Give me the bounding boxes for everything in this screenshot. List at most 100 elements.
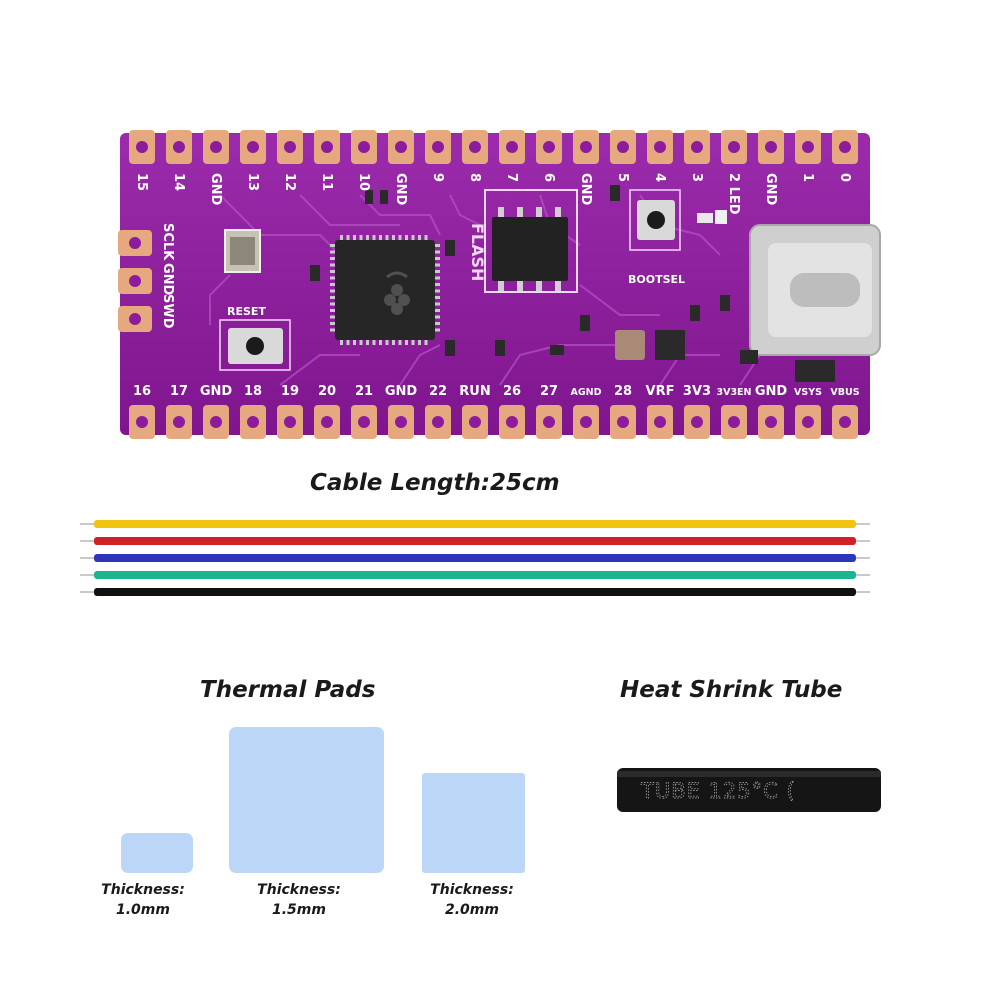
pin-hole bbox=[654, 416, 666, 428]
pin-hole bbox=[839, 416, 851, 428]
bottom-pin-label: RUN bbox=[459, 384, 490, 399]
pin-hole bbox=[321, 141, 333, 153]
wire-insulation bbox=[94, 554, 856, 562]
top-pin-label: 15 bbox=[134, 173, 149, 191]
wire-tip bbox=[80, 540, 94, 542]
side-debug-label: SWD bbox=[160, 294, 175, 329]
bottom-pin-label: 16 bbox=[133, 384, 151, 399]
top-pin-label: 12 bbox=[282, 173, 297, 191]
thickness-value: 1.5mm bbox=[272, 902, 326, 918]
bottom-pin-label: GND bbox=[385, 384, 418, 399]
thickness-value: 2.0mm bbox=[445, 902, 499, 918]
pin-hole bbox=[654, 141, 666, 153]
pin-hole bbox=[543, 141, 555, 153]
pin-hole bbox=[580, 141, 592, 153]
wire-insulation bbox=[94, 520, 856, 528]
crystal-top bbox=[230, 237, 255, 265]
pin-hole bbox=[506, 141, 518, 153]
top-pin-label: 7 bbox=[504, 173, 519, 182]
top-pin-label: 9 bbox=[430, 173, 445, 182]
rp2040-chip bbox=[335, 240, 435, 340]
bottom-pin-label: 17 bbox=[170, 384, 188, 399]
top-pin-label: 13 bbox=[245, 173, 260, 191]
wire-tip bbox=[856, 591, 870, 593]
bottom-pin-label: GND bbox=[200, 384, 233, 399]
reset-label: RESET bbox=[227, 305, 266, 318]
flash-outline bbox=[484, 189, 578, 293]
jumper-wire bbox=[80, 519, 870, 529]
bottom-pin-label: 27 bbox=[540, 384, 558, 399]
wire-tip bbox=[80, 557, 94, 559]
bottom-pin-pads bbox=[129, 405, 858, 439]
pin-hole bbox=[432, 416, 444, 428]
bottom-pin-label: 22 bbox=[429, 384, 447, 399]
thickness-label: Thickness: bbox=[101, 882, 185, 898]
pin-hole bbox=[617, 416, 629, 428]
thickness-label: Thickness: bbox=[257, 882, 341, 898]
side-debug-label: SCLK bbox=[160, 223, 175, 261]
top-pin-label: 8 bbox=[467, 173, 482, 182]
debug-pad-hole bbox=[129, 275, 141, 287]
bottom-pin-label: 28 bbox=[614, 384, 632, 399]
debug-pad-hole bbox=[129, 313, 141, 325]
bootsel-label: BOOTSEL bbox=[628, 273, 685, 286]
bootsel-outline bbox=[629, 189, 681, 251]
pin-hole bbox=[802, 416, 814, 428]
top-pin-label: GND bbox=[578, 173, 593, 206]
pin-hole bbox=[839, 141, 851, 153]
heat-shrink-tube: TUBE 125°C ( bbox=[617, 768, 881, 812]
pin-hole bbox=[210, 416, 222, 428]
flash-chip bbox=[492, 217, 568, 281]
pin-hole bbox=[210, 141, 222, 153]
top-pin-label: 10 bbox=[356, 173, 371, 191]
thermal-pad-1-5mm bbox=[229, 727, 384, 873]
thermal-pad-1mm bbox=[121, 833, 193, 873]
wire-tip bbox=[856, 540, 870, 542]
top-pin-pads bbox=[129, 130, 858, 164]
pin-hole bbox=[728, 416, 740, 428]
top-pin-label: GND bbox=[393, 173, 408, 206]
debug-pad-hole bbox=[129, 237, 141, 249]
side-debug-pads bbox=[118, 230, 152, 332]
top-pin-label: 11 bbox=[319, 173, 334, 191]
top-pin-label: 1 bbox=[800, 173, 815, 182]
pin-hole bbox=[765, 416, 777, 428]
pin-hole bbox=[469, 141, 481, 153]
wire-insulation bbox=[94, 588, 856, 596]
pin-hole bbox=[173, 416, 185, 428]
top-pin-label: 5 bbox=[615, 173, 630, 182]
top-pin-label: GND bbox=[763, 173, 778, 206]
reset-button-cap[interactable] bbox=[246, 337, 264, 355]
pin-hole bbox=[136, 141, 148, 153]
tube-print-text: TUBE 125°C ( bbox=[640, 779, 796, 803]
chip-pins bbox=[330, 235, 440, 345]
bootsel-button-cap[interactable] bbox=[647, 211, 665, 229]
smd-components bbox=[310, 185, 835, 382]
wire-tip bbox=[856, 557, 870, 559]
pin-hole bbox=[358, 141, 370, 153]
pin-hole bbox=[617, 141, 629, 153]
thickness-label: Thickness: bbox=[430, 882, 514, 898]
bottom-pin-label: 18 bbox=[244, 384, 262, 399]
thermal-pad-1mm-caption: Thickness: 1.0mm bbox=[68, 880, 218, 920]
pin-hole bbox=[395, 416, 407, 428]
thermal-pad-2mm bbox=[422, 773, 525, 873]
heat-shrink-title: Heat Shrink Tube bbox=[620, 677, 843, 703]
jumper-wire bbox=[80, 587, 870, 597]
thickness-value: 1.0mm bbox=[116, 902, 170, 918]
top-pin-label: GND bbox=[208, 173, 223, 206]
reset-outline bbox=[219, 319, 291, 371]
pin-hole bbox=[395, 141, 407, 153]
wire-tip bbox=[856, 574, 870, 576]
pin-hole bbox=[358, 416, 370, 428]
pin-hole bbox=[543, 416, 555, 428]
top-pin-label: 0 bbox=[837, 173, 852, 182]
wire-tip bbox=[856, 523, 870, 525]
usb-c-port-icon bbox=[790, 273, 860, 307]
pin-hole bbox=[432, 141, 444, 153]
flash-chip-pins bbox=[498, 207, 561, 291]
raspberry-logo-icon bbox=[384, 271, 410, 315]
